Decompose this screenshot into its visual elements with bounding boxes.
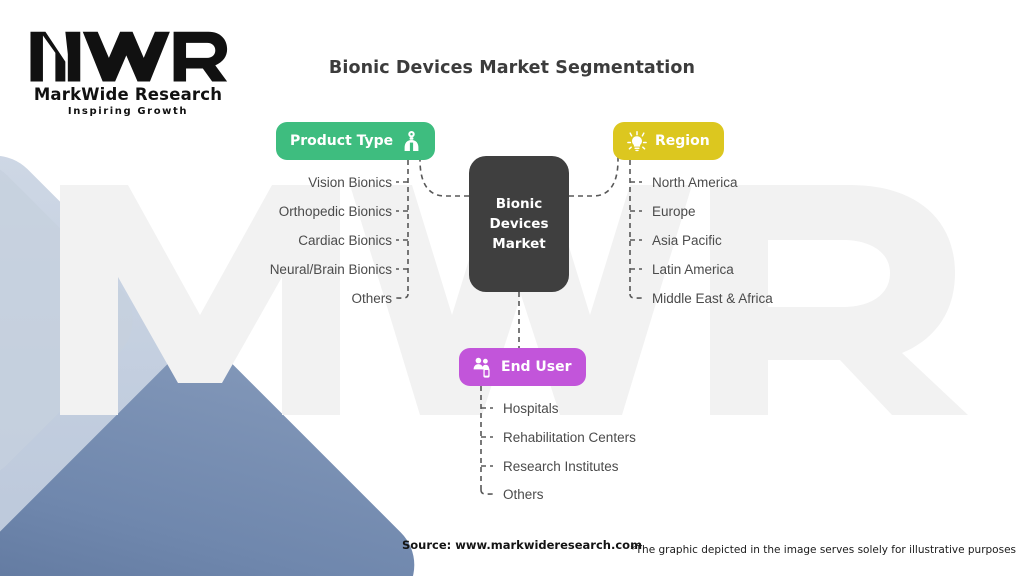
source-attribution[interactable]: Source: www.markwideresearch.com (402, 538, 643, 552)
brand-logo: MarkWide Research Inspiring Growth (28, 28, 228, 117)
leaf-product-type-1: Orthopedic Bionics (278, 204, 392, 219)
branch-pill-product-type[interactable]: Product Type (276, 122, 436, 160)
leaf-region-4: Middle East & Africa (652, 291, 773, 306)
disclaimer-text: *The graphic depicted in the image serve… (630, 544, 1016, 556)
center-node-line-3: Market (492, 236, 546, 252)
logo-tagline: Inspiring Growth (67, 106, 189, 117)
logo-mark-mwr-icon (28, 28, 228, 84)
leaf-region-0: North America (652, 175, 738, 190)
users-device-icon (473, 356, 493, 378)
leaf-product-type-4: Others (351, 291, 392, 306)
logo-company-name: MarkWide Research (33, 85, 223, 104)
leaf-end-user-1: Rehabilitation Centers (503, 430, 636, 445)
center-node: Bionic Devices Market (469, 156, 569, 292)
leaf-region-1: Europe (652, 204, 696, 219)
branch-pill-end-user[interactable]: End User (459, 348, 586, 386)
center-node-line-2: Devices (489, 216, 549, 232)
leaf-product-type-2: Cardiac Bionics (298, 233, 392, 248)
leaf-region-3: Latin America (652, 262, 734, 277)
leaf-product-type-0: Vision Bionics (308, 175, 392, 190)
leaf-end-user-2: Research Institutes (503, 459, 619, 474)
lightbulb-idea-icon (627, 130, 647, 152)
branch-pill-region[interactable]: Region (613, 122, 724, 160)
leaf-end-user-0: Hospitals (503, 401, 559, 416)
branch-label-product-type: Product Type (290, 133, 394, 149)
page-title: Bionic Devices Market Segmentation (328, 58, 696, 78)
branch-label-region: Region (655, 133, 710, 149)
prosthetic-arm-icon (401, 130, 421, 152)
leaf-region-2: Asia Pacific (652, 233, 722, 248)
leaf-end-user-3: Others (503, 487, 544, 502)
leaf-product-type-3: Neural/Brain Bionics (269, 262, 392, 277)
branch-label-end-user: End User (501, 359, 572, 375)
center-node-line-1: Bionic (495, 196, 543, 212)
